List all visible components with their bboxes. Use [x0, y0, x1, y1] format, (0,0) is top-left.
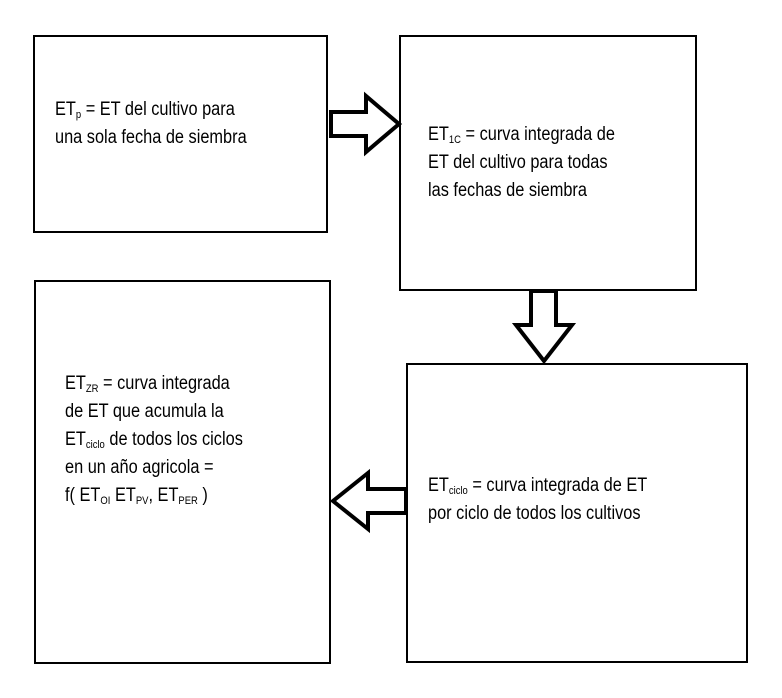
arrow-right-icon: [329, 91, 403, 157]
box-etciclo-text: ETciclo = curva integrada de ET por cicl…: [428, 472, 647, 528]
box-et1c-line-3: las fechas de siembra: [428, 180, 587, 201]
box-etzr-line-4: en un año agricola =: [65, 457, 214, 478]
box-et1c-text: ET1C = curva integrada de ET del cultivo…: [428, 121, 615, 205]
box-etp: [33, 35, 328, 233]
arrow-down-icon: [511, 289, 577, 365]
box-et1c-line-1: ET1C = curva integrada de: [428, 124, 615, 146]
box-et1c-line-2: ET del cultivo para todas: [428, 152, 608, 173]
box-etp-line-2: una sola fecha de siembra: [55, 127, 247, 148]
box-etp-text: ETp = ET del cultivo para una sola fecha…: [55, 96, 247, 152]
box-et1c: [399, 35, 697, 291]
box-etp-line-1: ETp = ET del cultivo para: [55, 99, 235, 121]
box-etciclo-line-2: por ciclo de todos los cultivos: [428, 503, 641, 524]
box-etzr-text: ETZR = curva integrada de ET que acumula…: [65, 370, 243, 510]
arrow-left-icon: [329, 468, 408, 534]
box-etzr-line-2: de ET que acumula la: [65, 401, 224, 422]
box-etciclo-line-1: ETciclo = curva integrada de ET: [428, 475, 648, 497]
box-etciclo: [406, 363, 748, 663]
box-etzr-line-3: ETciclo de todos los ciclos: [65, 429, 243, 451]
box-etzr-line-5: f( ETOI ETPV, ETPER ): [65, 485, 208, 507]
box-etzr-line-1: ETZR = curva integrada: [65, 373, 230, 395]
box-etzr: [34, 280, 331, 664]
